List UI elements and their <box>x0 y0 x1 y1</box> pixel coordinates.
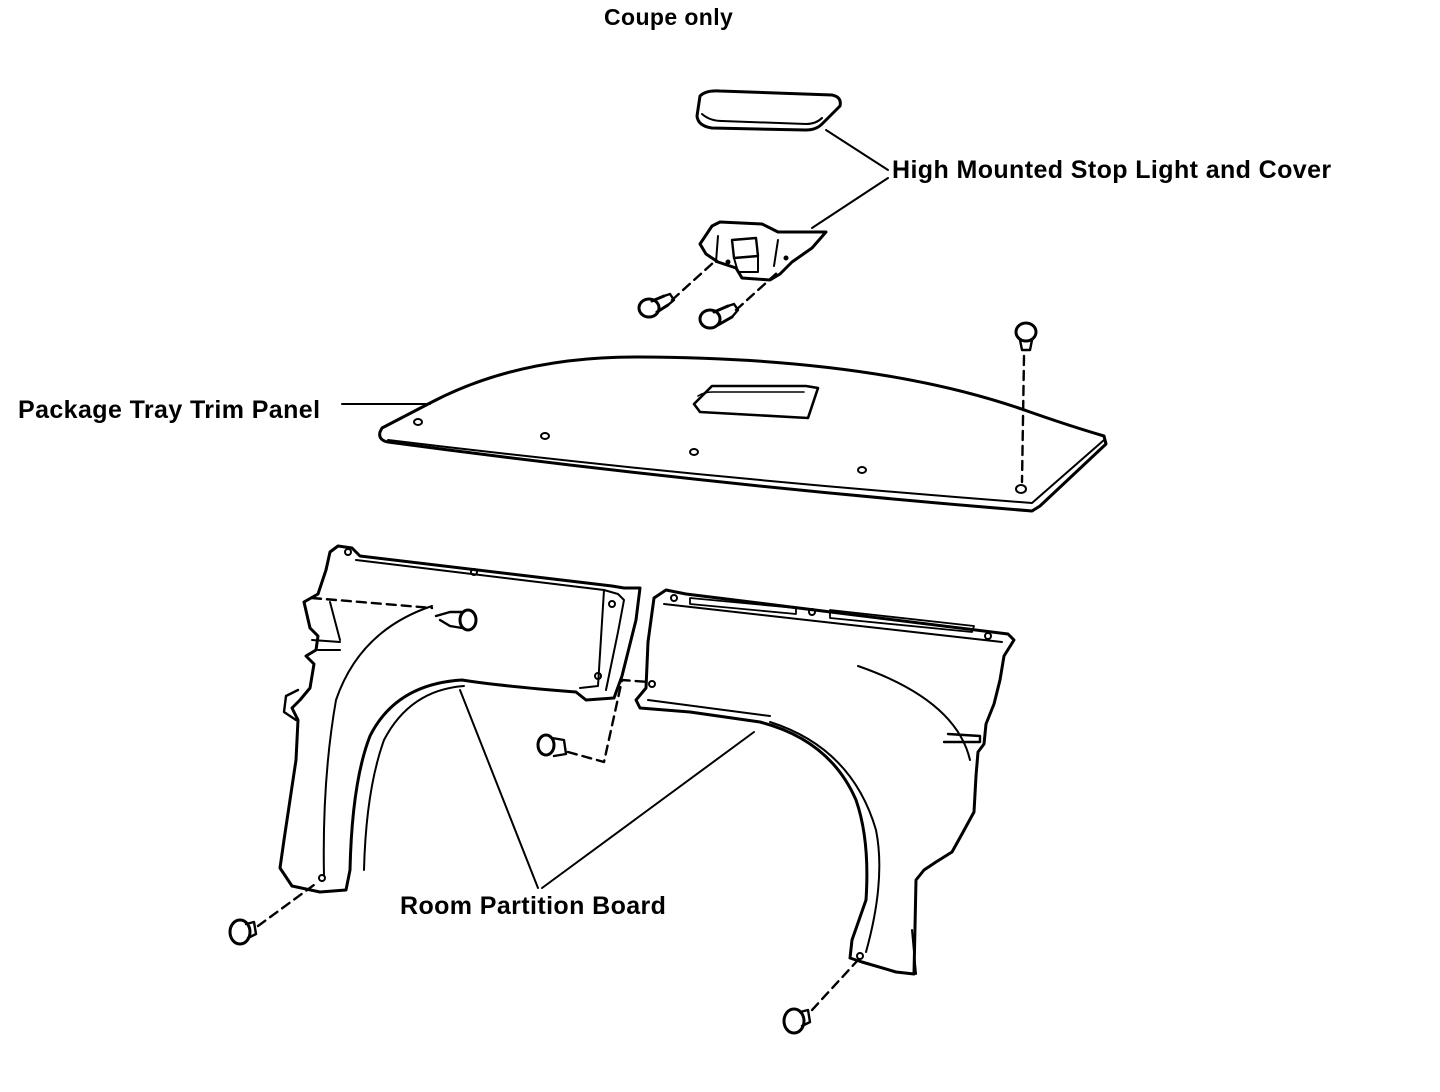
room-partition-left <box>278 544 642 894</box>
partition-clip-right <box>782 958 860 1035</box>
partition-screw <box>310 596 478 632</box>
stop-light-leader-lines <box>811 129 889 229</box>
figure-caption: Coupe only <box>604 4 734 30</box>
room-partition-right <box>634 588 1016 976</box>
package-tray-clip <box>1014 321 1038 484</box>
package-tray-panel <box>378 355 1108 513</box>
package-tray-label: Package Tray Trim Panel <box>18 396 321 424</box>
room-partition-label: Room Partition Board <box>400 892 667 920</box>
stop-light-screws <box>637 260 780 330</box>
room-partition-leader-lines <box>459 689 755 889</box>
partition-center-clip <box>536 678 650 764</box>
partition-clip-left <box>228 880 320 946</box>
stop-light-label: High Mounted Stop Light and Cover <box>892 156 1332 184</box>
stop-light-housing <box>698 220 828 282</box>
stop-light-cover <box>695 89 842 132</box>
